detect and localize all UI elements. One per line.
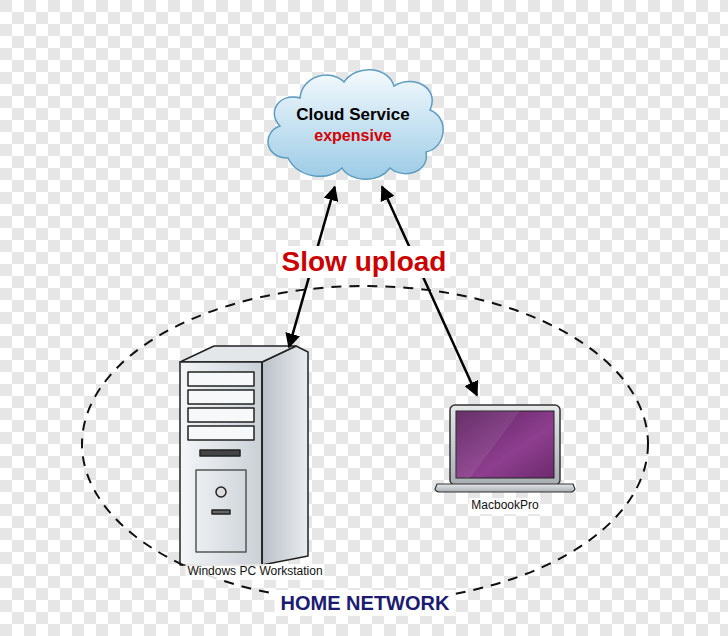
network-outline <box>80 282 650 622</box>
edge-note: Slow upload <box>278 246 451 278</box>
node-title: Windows PC Workstation <box>185 564 324 580</box>
dashed-ellipse <box>82 286 648 602</box>
node-title: HOME NETWORK <box>275 590 456 616</box>
node-title: Cloud Service <box>296 104 409 126</box>
workstation-box: Windows PC Workstation <box>160 350 350 582</box>
node-subtitle: expensive <box>314 126 391 147</box>
network-region: HOME NETWORK Windows PC Workstation Macboo… <box>80 282 650 622</box>
pc-tower-illustration <box>180 346 308 565</box>
laptop-box: MacbookPro <box>425 398 585 516</box>
node-title: MacbookPro <box>469 498 540 514</box>
laptop-illustration <box>435 405 575 492</box>
cloud-shape <box>268 70 443 180</box>
cloud-service: Cloud Serviceexpensive <box>258 62 448 184</box>
